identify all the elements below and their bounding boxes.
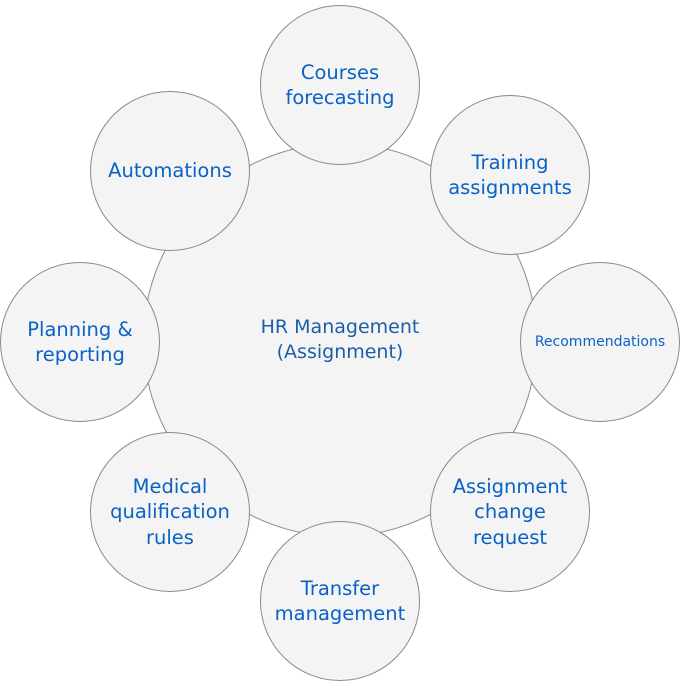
- node-medical-qualification-rules: Medical qualification rules: [90, 432, 250, 592]
- node-label: Automations: [108, 159, 232, 183]
- node-label: Courses forecasting: [285, 60, 395, 109]
- node-courses-forecasting: Courses forecasting: [260, 5, 420, 165]
- hub-label: HR Management (Assignment): [260, 316, 420, 363]
- node-label: Medical qualification rules: [110, 474, 230, 549]
- node-recommendations: Recommendations: [520, 262, 680, 422]
- node-automations: Automations: [90, 91, 250, 251]
- node-assignment-change-request: Assignment change request: [430, 432, 590, 592]
- node-planning-reporting: Planning & reporting: [0, 262, 160, 422]
- node-label: Training assignments: [448, 150, 572, 199]
- node-label: Transfer management: [274, 576, 406, 625]
- node-training-assignments: Training assignments: [430, 95, 590, 255]
- node-label: Assignment change request: [452, 474, 568, 549]
- node-label: Planning & reporting: [27, 317, 133, 366]
- node-transfer-management: Transfer management: [260, 521, 420, 681]
- node-label: Recommendations: [534, 333, 666, 350]
